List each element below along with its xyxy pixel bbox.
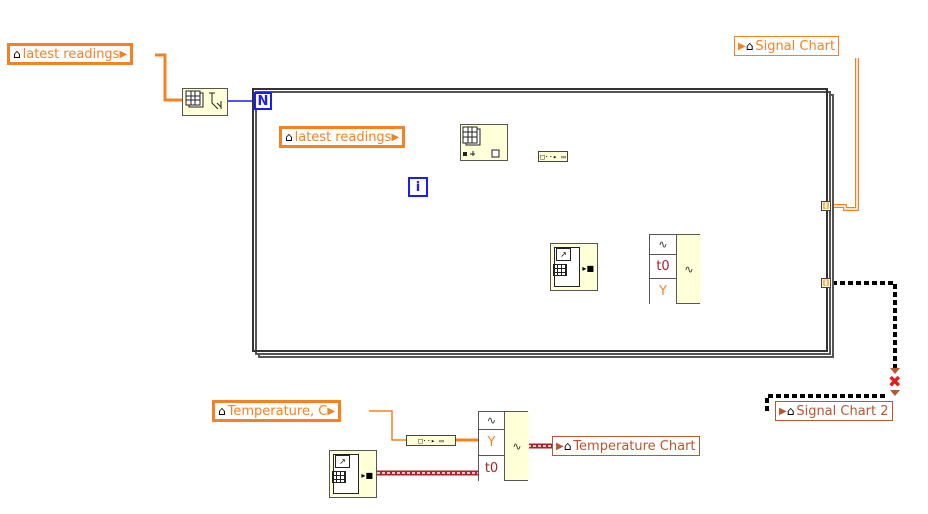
waveform-output-icon: ∿ (676, 235, 701, 303)
terminal-label: latest readings (294, 129, 392, 145)
arrow-right-icon: ▶ (391, 131, 400, 143)
temperature-c-terminal[interactable]: ⌂ Temperature, C ▶ (212, 400, 342, 422)
home-icon: ⌂ (563, 439, 572, 453)
home-icon: ⌂ (786, 404, 795, 418)
get-date-time-node-inner[interactable]: ↗ ▸■ (550, 243, 598, 291)
input-y[interactable]: Y (650, 279, 676, 304)
terminal-label: latest readings (22, 46, 120, 62)
broken-wire-to-signal-chart-2 (765, 281, 897, 413)
home-icon: ⌂ (285, 130, 293, 144)
arrow-right-icon: ▶ (556, 440, 564, 452)
signal-chart-terminal[interactable]: ▶ ⌂ Signal Chart (734, 36, 840, 56)
home-icon: ⌂ (745, 39, 754, 53)
conversion-icon: □··▸ ▭ (418, 436, 444, 445)
get-date-time-node-outer[interactable]: ↗ ▸■ (329, 450, 377, 498)
build-waveform-node-inner[interactable]: ∿ t0 Y ∿ (649, 234, 701, 304)
latest-readings-inner-terminal[interactable]: ⌂ latest readings ▶ (279, 126, 406, 148)
input-t0[interactable]: t0 (650, 255, 676, 279)
terminal-label: Temperature, C (227, 403, 328, 419)
terminal-label: Signal Chart (755, 38, 836, 54)
terminal-label: Signal Chart 2 (796, 403, 889, 419)
wire-latest-readings-to-array-size (155, 53, 182, 102)
clock-icon: ↗ (335, 455, 350, 468)
latest-readings-outer-terminal[interactable]: ⌂ latest readings ▶ (7, 43, 134, 65)
broken-wire-x-icon[interactable]: ✖ (888, 372, 902, 391)
home-icon: ⌂ (13, 47, 21, 61)
arrow-right-icon: ▶ (779, 405, 787, 417)
wire-tunnel-to-signal-chart (831, 58, 859, 211)
home-icon: ⌂ (218, 404, 226, 418)
array-size-node[interactable] (182, 88, 228, 116)
output-arrow-icon: ▸■ (582, 264, 594, 273)
terminal-label: Temperature Chart (573, 438, 696, 454)
arrow-right-icon: ▶ (738, 40, 746, 52)
index-array-node[interactable] (460, 124, 508, 161)
clock-icon: ↗ (556, 248, 571, 261)
to-double-conversion-node-outer[interactable]: □··▸ ▭ (406, 435, 456, 446)
loop-iteration-terminal[interactable]: i (408, 177, 428, 197)
waveform-output-icon: ∿ (504, 412, 529, 480)
loop-output-tunnel-waveform[interactable]: [] (821, 278, 831, 288)
waveform-icon: ∿ (479, 412, 504, 430)
loop-output-tunnel-signal[interactable]: [] (821, 201, 831, 211)
to-double-conversion-node-inner[interactable]: □··▸ ▭ (538, 151, 568, 162)
loop-count-terminal[interactable]: N (254, 92, 272, 110)
array-size-icon (185, 90, 222, 110)
output-arrow-icon: ▸■ (361, 471, 373, 480)
temperature-chart-terminal[interactable]: ▶ ⌂ Temperature Chart (552, 436, 700, 456)
build-waveform-node-outer[interactable]: ∿ Y t0 ∿ (478, 411, 529, 481)
waveform-icon: ∿ (650, 235, 676, 255)
input-y[interactable]: Y (479, 430, 504, 456)
conversion-icon: □··▸ ▭ (540, 152, 566, 161)
wire-temperature-to-conversion (369, 410, 406, 441)
signal-chart-2-terminal[interactable]: ▶ ⌂ Signal Chart 2 (775, 401, 893, 421)
for-loop[interactable] (252, 88, 828, 352)
broken-wire-arrow-bottom (890, 390, 900, 396)
input-t0[interactable]: t0 (479, 456, 504, 481)
broken-wire-arrow-top (890, 368, 900, 374)
arrow-right-icon: ▶ (327, 405, 336, 417)
arrow-right-icon: ▶ (119, 48, 128, 60)
index-array-icon (462, 126, 500, 158)
